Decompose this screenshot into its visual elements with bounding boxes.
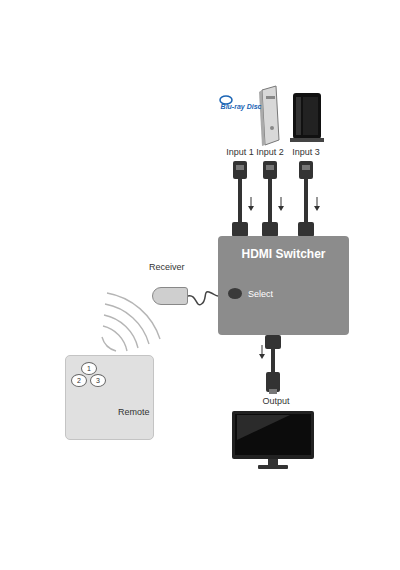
remote-button: 2: [71, 374, 87, 387]
hdmi-input-cables: [232, 161, 314, 237]
input-label: Input 1: [226, 148, 254, 158]
switcher-box: HDMI SwitcherSelect: [218, 236, 349, 335]
remote-button: 1: [81, 362, 97, 375]
hdmi-output-cable: [265, 335, 281, 394]
button-number: 1: [82, 365, 96, 373]
output-label: Output: [262, 397, 289, 407]
button-number: 2: [72, 377, 86, 385]
receiver-label: Receiver: [149, 263, 185, 273]
bluray-logo-disc: [220, 96, 232, 104]
remote-control: Remote 1 23: [65, 355, 154, 440]
remote-button: 3: [90, 374, 106, 387]
switcher-title: HDMI Switcher: [218, 248, 349, 261]
bluray-logo-text: Blu-ray Disc: [221, 103, 262, 111]
select-button: [228, 288, 242, 299]
button-number: 3: [91, 377, 105, 385]
input-label: Input 2: [256, 148, 284, 158]
receiver-wire: [188, 292, 218, 305]
xbox-console: [259, 86, 279, 146]
television: [232, 411, 314, 469]
ps3-console: [290, 93, 324, 142]
input-label: Input 3: [292, 148, 320, 158]
ir-signal-waves: [102, 293, 160, 351]
select-label: Select: [248, 290, 273, 300]
remote-label: Remote: [118, 408, 150, 418]
ir-receiver: Receiver: [152, 287, 188, 305]
